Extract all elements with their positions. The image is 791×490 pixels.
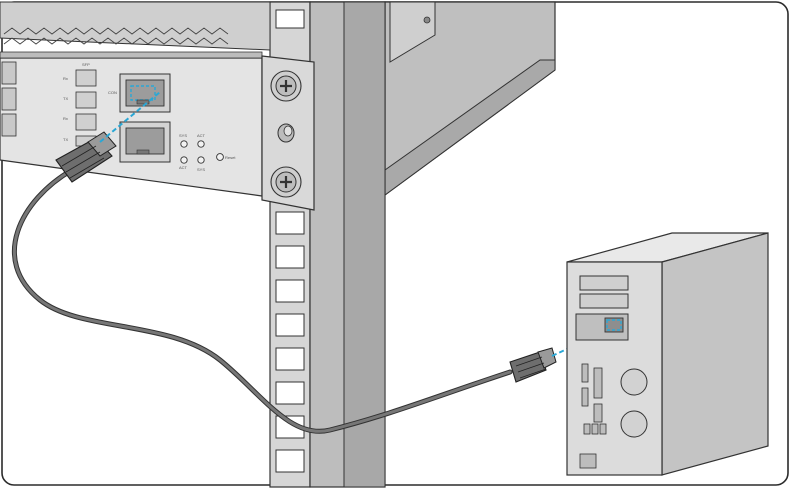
- led-sys-2: [197, 156, 205, 164]
- led-act: [197, 140, 205, 148]
- rj45-plug-pc-end: [509, 347, 557, 383]
- sfp-slot-5[interactable]: [75, 91, 97, 109]
- mounting-pin: [277, 123, 295, 143]
- pc-side: [661, 232, 769, 476]
- pc-fan-bottom: [620, 410, 648, 438]
- sfp-header-label: SFP: [82, 62, 90, 67]
- vent-pattern: [3, 27, 229, 45]
- rj45-plug-switch-end: [55, 131, 117, 183]
- pc-io-connectors: [579, 363, 607, 469]
- led-label-3: ACT: [179, 165, 188, 170]
- mounting-screw-bottom: [270, 166, 302, 198]
- cable-inner: [12, 168, 512, 433]
- pc-network-port[interactable]: [604, 317, 624, 333]
- reset-label: Reset: [225, 155, 236, 160]
- console-cable: [11, 167, 513, 434]
- sfp-port-label-3: Rx: [63, 116, 68, 121]
- drive-bay-1: [579, 275, 629, 291]
- link-guide-switch: [99, 91, 161, 143]
- sfp-port-2[interactable]: [1, 87, 17, 111]
- rack-post-edge: [343, 1, 386, 488]
- rack-rail-holes: [275, 9, 305, 473]
- mgmt-port[interactable]: [125, 127, 165, 155]
- device-top: [0, 1, 271, 51]
- mounting-screw-top: [270, 70, 302, 102]
- led-label-2: ACT: [197, 133, 206, 138]
- sfp-port-label-4: TX: [63, 137, 68, 142]
- led-sys: [180, 140, 188, 148]
- drive-bay-2: [579, 293, 629, 309]
- led-label-4: SYS: [197, 167, 205, 172]
- pc-fan-top: [620, 368, 648, 396]
- sfp-port-label-1: Rx: [63, 76, 68, 81]
- sfp-slot-4[interactable]: [75, 69, 97, 87]
- sfp-slot-6[interactable]: [75, 113, 97, 131]
- led-act-2: [180, 156, 188, 164]
- status-leds: [180, 140, 224, 164]
- device-front-bevel: [0, 51, 263, 59]
- sfp-port-3[interactable]: [1, 113, 17, 137]
- sfp-port-label-2: TX: [63, 96, 68, 101]
- rack-rear-bracket: [389, 1, 436, 63]
- led-label-1: SYS: [179, 133, 187, 138]
- sfp-port-group: SFP Rx TX Rx TX: [1, 61, 97, 147]
- console-port-block: CON: [108, 73, 171, 163]
- sfp-port-1[interactable]: [1, 61, 17, 85]
- console-port-label: CON: [108, 90, 117, 95]
- pc-network-port-highlight: [606, 319, 622, 331]
- rack-rear-screw: [423, 16, 431, 24]
- pc-tower: [566, 232, 769, 476]
- reset-button[interactable]: [216, 153, 224, 161]
